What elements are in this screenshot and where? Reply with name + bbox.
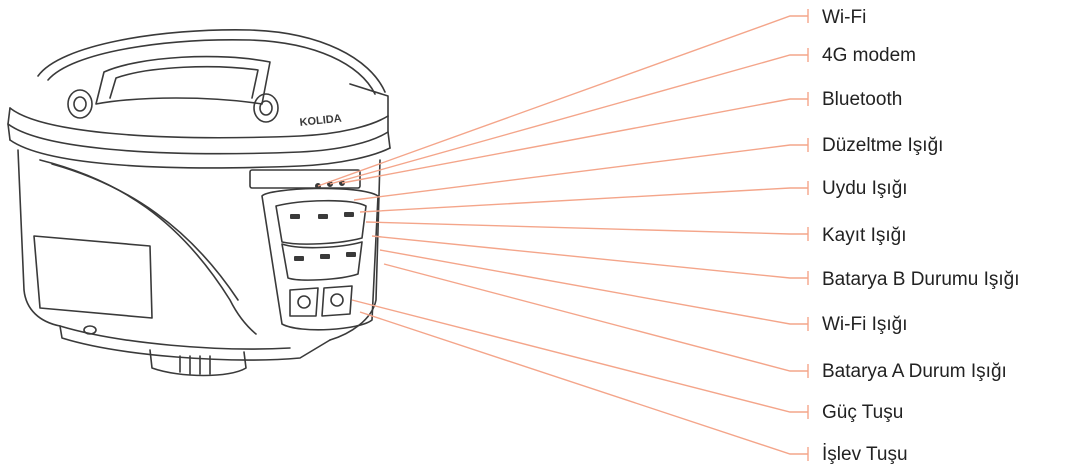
top-right-knob [253, 93, 279, 123]
leader-line-power-button [351, 299, 808, 413]
leader-line-battery-b-light [371, 235, 808, 279]
callout-label-satellite-light: Uydu Işığı [822, 178, 908, 199]
top-rim [37, 29, 386, 93]
power-button [289, 287, 319, 317]
callout-label-function-button: İşlev Tuşu [822, 444, 908, 465]
leader-line-function-button [359, 311, 808, 455]
body-left-edge [17, 149, 61, 327]
top-rim-inner [47, 39, 376, 95]
base-mount [149, 349, 247, 377]
top-left-knob [67, 89, 93, 119]
collar-top [9, 107, 389, 139]
leader-line-record-light [365, 221, 808, 235]
callout-label-4g-modem: 4G modem [822, 45, 916, 66]
leader-line-correction-light [353, 144, 808, 201]
brand-mark: KOLIDA [299, 113, 342, 129]
base-ring [59, 325, 331, 361]
front-panel [261, 187, 379, 331]
leader-lines [317, 9, 809, 461]
callout-label-power-button: Güç Tuşu [822, 402, 904, 423]
callout-label-battery-b-light: Batarya B Durumu Işığı [822, 269, 1020, 290]
function-button [321, 285, 353, 317]
leader-line-bluetooth [341, 98, 808, 184]
collar-mid [7, 123, 389, 155]
callout-label-battery-a-light: Batarya A Durum Işığı [822, 361, 1007, 382]
callout-label-bluetooth: Bluetooth [822, 89, 903, 110]
collar-bottom [9, 139, 391, 169]
top-window [95, 55, 271, 105]
body-plate [33, 235, 153, 319]
body-right-edge [329, 159, 381, 341]
leader-line-satellite-light [359, 187, 808, 213]
leader-line-4g-modem [329, 54, 808, 185]
callout-label-wifi: Wi-Fi [822, 7, 867, 28]
leader-line-wifi-light [379, 249, 808, 325]
callout-label-record-light: Kayıt Işığı [822, 225, 907, 246]
body-swoosh [39, 159, 257, 335]
callout-label-correction-light: Düzeltme Işığı [822, 135, 944, 156]
leader-line-battery-a-light [383, 263, 808, 372]
callout-label-wifi-light: Wi-Fi Işığı [822, 314, 908, 335]
leader-line-wifi [317, 15, 808, 187]
